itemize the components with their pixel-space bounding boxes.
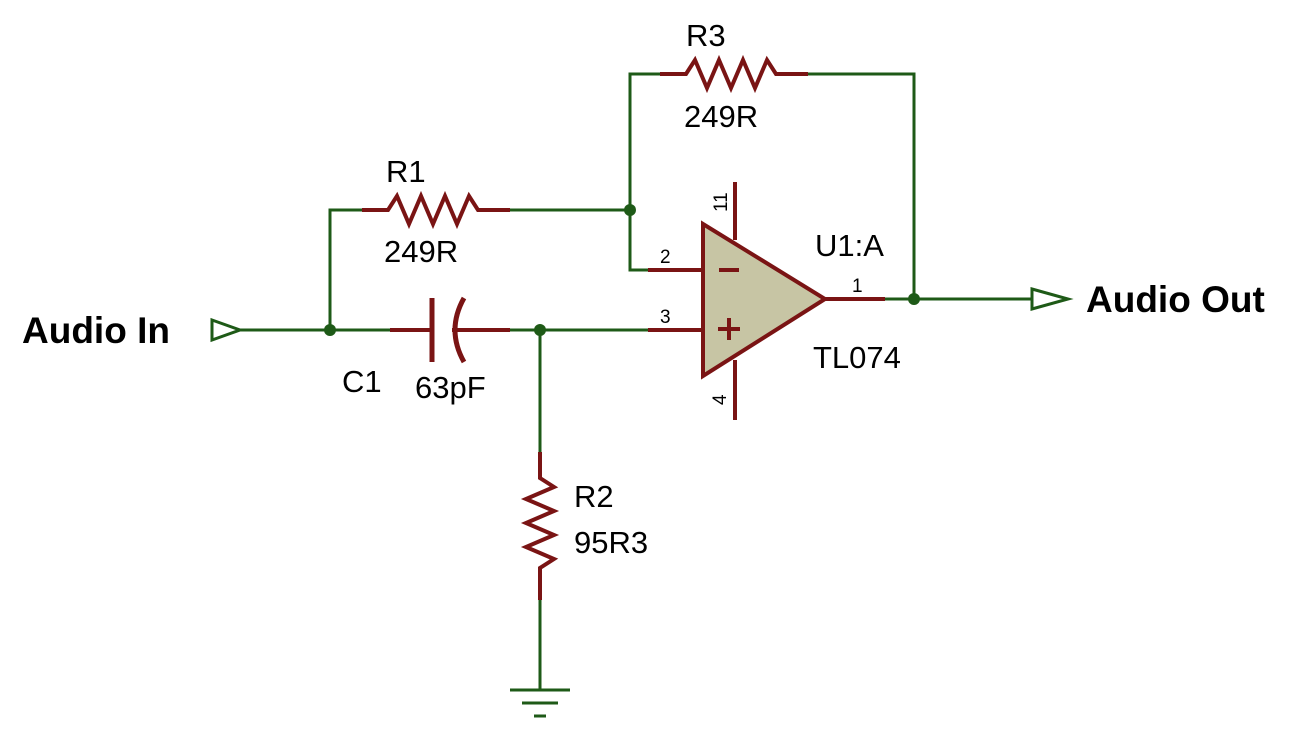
pin-number-vpos: 11 (711, 192, 732, 212)
wire-node-a-to-r1 (328, 208, 362, 330)
resistor-r2-body (520, 452, 560, 600)
resistor-r3: R3 249R (660, 18, 808, 134)
junctions (324, 204, 920, 336)
resistor-r2-ref: R2 (574, 479, 614, 514)
resistor-r3-ref: R3 (686, 18, 726, 53)
capacitor-c1-ref: C1 (342, 364, 382, 399)
resistor-r2-value: 95R3 (574, 525, 648, 560)
resistor-r3-value: 249R (684, 99, 758, 134)
opamp-u1a: 1 2 3 4 11 U1:A TL074 (648, 182, 901, 420)
pin-number-out: 1 (852, 276, 863, 297)
wire-r3-to-node-d (808, 72, 916, 299)
capacitor-c1-value: 63pF (415, 370, 486, 405)
pin-number-inv: 2 (660, 247, 671, 268)
opamp-body (701, 220, 829, 380)
capacitor-c1: C1 63pF (342, 296, 510, 405)
input-port-arrow (210, 317, 245, 343)
junction-dot (908, 293, 920, 305)
resistor-r1-ref: R1 (386, 154, 426, 189)
input-port-label: Audio In (22, 310, 170, 351)
ground-symbol (510, 688, 570, 718)
junction-dot (624, 204, 636, 216)
opamp-ref: U1:A (815, 228, 884, 263)
resistor-r3-body (660, 54, 808, 94)
resistor-r1: R1 249R (362, 154, 510, 269)
opamp-value: TL074 (813, 340, 901, 375)
pin-number-noninv: 3 (660, 307, 671, 328)
resistor-r1-body (362, 190, 510, 230)
output-port-label: Audio Out (1086, 279, 1265, 320)
resistor-r2: R2 95R3 (520, 452, 648, 600)
output-port-arrow (1030, 287, 1074, 311)
wire-node-b-to-pin2 (628, 210, 648, 272)
input-port: Audio In (22, 310, 245, 351)
junction-dot (324, 324, 336, 336)
junction-dot (534, 324, 546, 336)
pin-number-vneg: 4 (710, 394, 731, 405)
wire-node-b-to-r3 (628, 72, 660, 210)
output-port: Audio Out (1030, 279, 1265, 320)
resistor-r1-value: 249R (384, 234, 458, 269)
